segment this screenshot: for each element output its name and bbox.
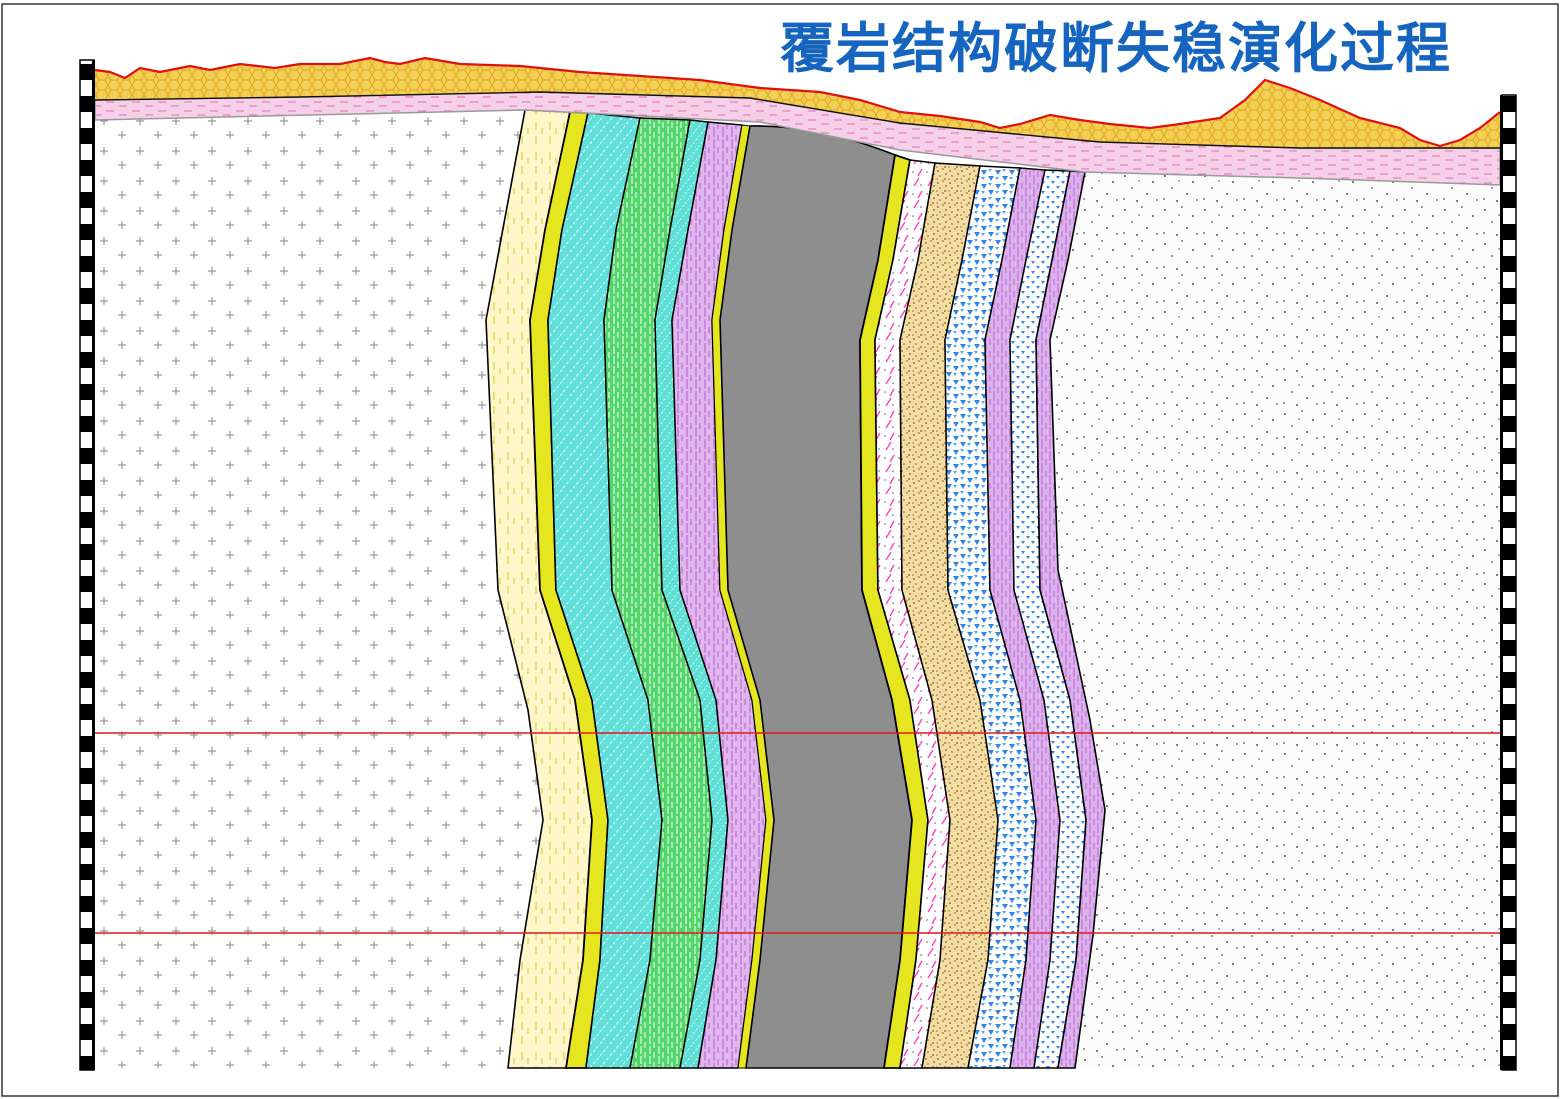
left-scale-bar <box>79 59 95 1071</box>
figure-border <box>1 3 1559 1097</box>
inclined-strata-set <box>485 109 1106 1069</box>
stratum-lilac-3 <box>1035 170 1106 1069</box>
right-sandstone-body <box>1050 172 1500 1068</box>
figure-title: 覆岩结构破断失稳演化过程 <box>780 17 1452 80</box>
loess-layer <box>94 56 1501 149</box>
mining-level-lines <box>95 732 1500 934</box>
left-granite-body <box>95 110 543 1068</box>
right-scale-bar <box>1500 94 1517 1071</box>
